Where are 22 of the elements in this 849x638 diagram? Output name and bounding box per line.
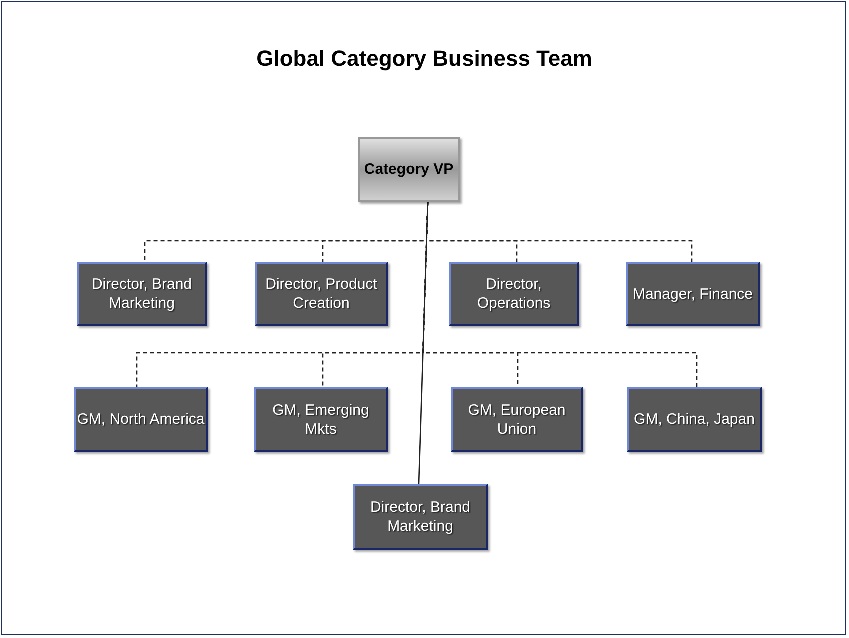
role-title: GM, North America bbox=[77, 410, 205, 429]
role-title: GM, China, Japan bbox=[634, 410, 755, 429]
role-box bbox=[254, 387, 388, 452]
role-title: Category VP bbox=[364, 160, 454, 179]
role-title: Manager, Finance bbox=[632, 284, 754, 304]
role-box bbox=[353, 484, 488, 550]
role-title: GM, Emerging Mkts bbox=[272, 400, 370, 438]
reporting-line bbox=[418, 202, 429, 484]
role-box bbox=[77, 262, 207, 326]
role-box bbox=[451, 387, 583, 452]
role-box bbox=[74, 387, 208, 452]
role-title: Director, Brand Marketing bbox=[90, 275, 194, 313]
role-box bbox=[255, 262, 388, 326]
role-box bbox=[627, 387, 762, 452]
role-title: GM, European Union bbox=[467, 400, 567, 438]
role-title: Director, Operations bbox=[476, 275, 552, 313]
role-title: Director, Brand Marketing bbox=[369, 498, 472, 536]
role-box bbox=[449, 262, 579, 326]
head-box bbox=[358, 137, 460, 202]
diagram-title: Global Category Business Team bbox=[256, 46, 594, 72]
role-title: Director, Product Creation bbox=[264, 275, 378, 313]
role-box bbox=[626, 262, 760, 326]
